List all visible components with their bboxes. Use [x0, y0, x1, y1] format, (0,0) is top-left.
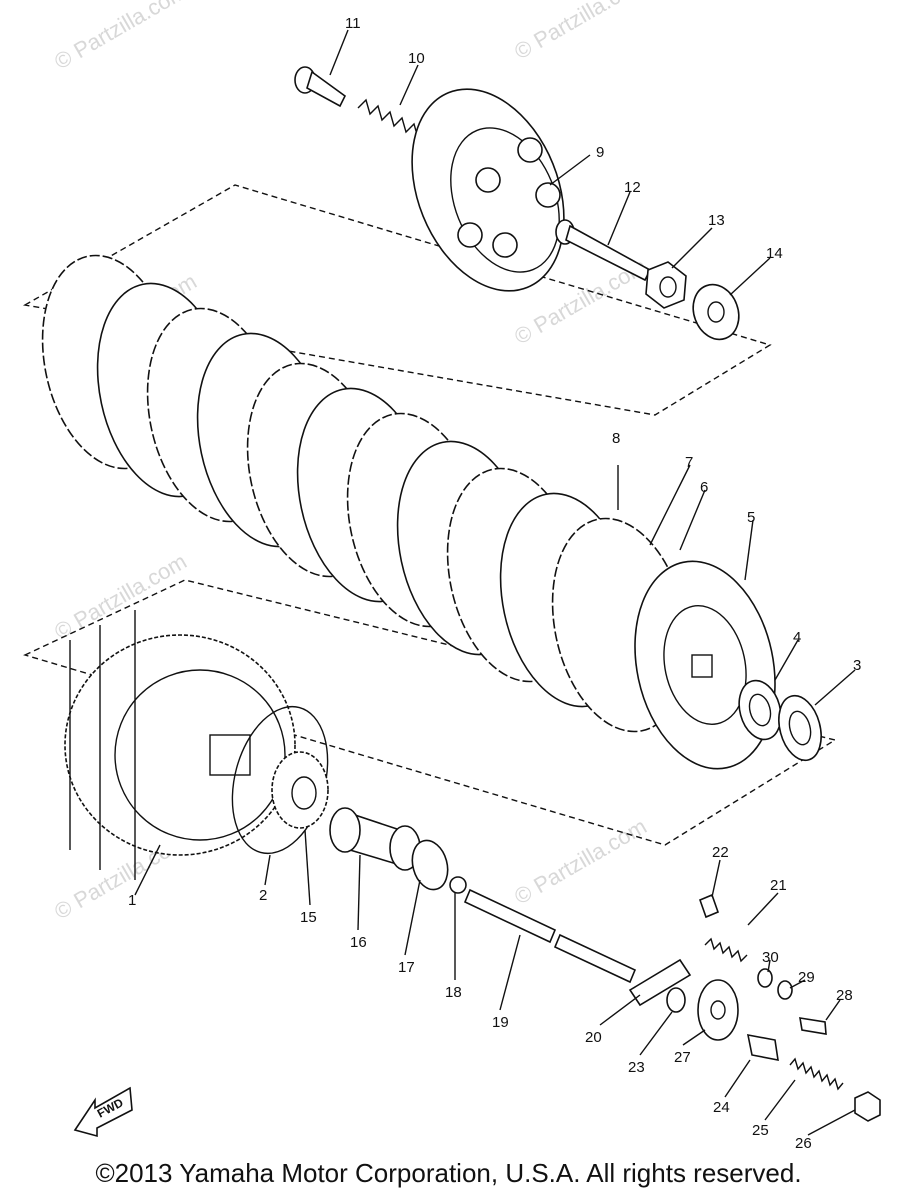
callout-4: 4 — [793, 629, 801, 646]
washer-30 — [757, 968, 773, 988]
spring-21 — [704, 937, 748, 963]
washer-29 — [777, 980, 793, 1000]
leader-lines — [134, 29, 856, 1136]
callout-17: 17 — [398, 959, 415, 976]
callout-7: 7 — [685, 454, 693, 471]
watermark-text: © Partzilla.com — [50, 0, 191, 74]
callout-25: 25 — [752, 1122, 769, 1139]
callout-21: 21 — [770, 877, 787, 894]
sleeve-16 — [329, 807, 421, 871]
callout-6: 6 — [700, 479, 708, 496]
locknut-26 — [854, 1091, 881, 1122]
callout-2: 2 — [259, 887, 267, 904]
callout-9: 9 — [596, 144, 604, 161]
callout-5: 5 — [747, 509, 755, 526]
clutch-plate-stack — [41, 254, 689, 733]
pressure-plate-9 — [411, 88, 565, 292]
washer-23 — [666, 987, 686, 1013]
callout-15: 15 — [300, 909, 317, 926]
adjuster-24 — [746, 1033, 779, 1061]
watermark-text: © Partzilla.com — [50, 549, 191, 645]
plate-group-box — [22, 184, 772, 416]
callout-29: 29 — [798, 969, 815, 986]
ball-18 — [449, 876, 467, 894]
callout-14: 14 — [766, 245, 783, 262]
callout-11: 11 — [345, 15, 361, 32]
callout-18: 18 — [445, 984, 462, 1001]
callout-1: 1 — [128, 892, 136, 909]
callout-8: 8 — [612, 430, 620, 447]
push-rod-19 — [463, 888, 637, 984]
callout-10: 10 — [408, 50, 425, 67]
fwd-arrow-icon: FWD — [73, 1086, 133, 1138]
callout-12: 12 — [624, 179, 641, 196]
callout-22: 22 — [712, 844, 729, 861]
callout-labels: 1 2 3 4 5 6 7 8 9 10 11 12 13 14 15 16 1… — [128, 15, 861, 1152]
lock-washer-14 — [692, 283, 740, 341]
callout-13: 13 — [708, 212, 725, 229]
screw-22 — [698, 893, 720, 919]
washer-4 — [738, 679, 782, 741]
callout-20: 20 — [585, 1029, 602, 1046]
spring-10 — [357, 98, 419, 139]
push-lever-20 — [628, 958, 692, 1007]
nut-13 — [645, 261, 687, 309]
washer-3 — [778, 694, 822, 762]
thrust-washer-17 — [411, 839, 449, 891]
callout-27: 27 — [674, 1049, 691, 1066]
callout-30: 30 — [762, 949, 779, 966]
copyright-notice: ©2013 Yamaha Motor Corporation, U.S.A. A… — [95, 1158, 802, 1188]
gear-15 — [271, 751, 329, 829]
callout-23: 23 — [628, 1059, 645, 1076]
callout-26: 26 — [795, 1135, 812, 1152]
watermark-text: © Partzilla.com — [510, 814, 651, 910]
callout-3: 3 — [853, 657, 861, 674]
callout-28: 28 — [836, 987, 853, 1004]
callout-16: 16 — [350, 934, 367, 951]
push-rod-12 — [555, 219, 652, 282]
bolt-11 — [294, 66, 347, 108]
screw-28 — [799, 1017, 827, 1035]
callout-24: 24 — [713, 1099, 730, 1116]
watermark-text: © Partzilla.com — [510, 0, 651, 64]
adjuster-holder-27 — [697, 979, 739, 1041]
clutch-boss-5 — [634, 560, 776, 770]
adjust-screw-25 — [789, 1057, 844, 1091]
clutch-housing-1 — [64, 610, 296, 880]
callout-19: 19 — [492, 1014, 509, 1031]
